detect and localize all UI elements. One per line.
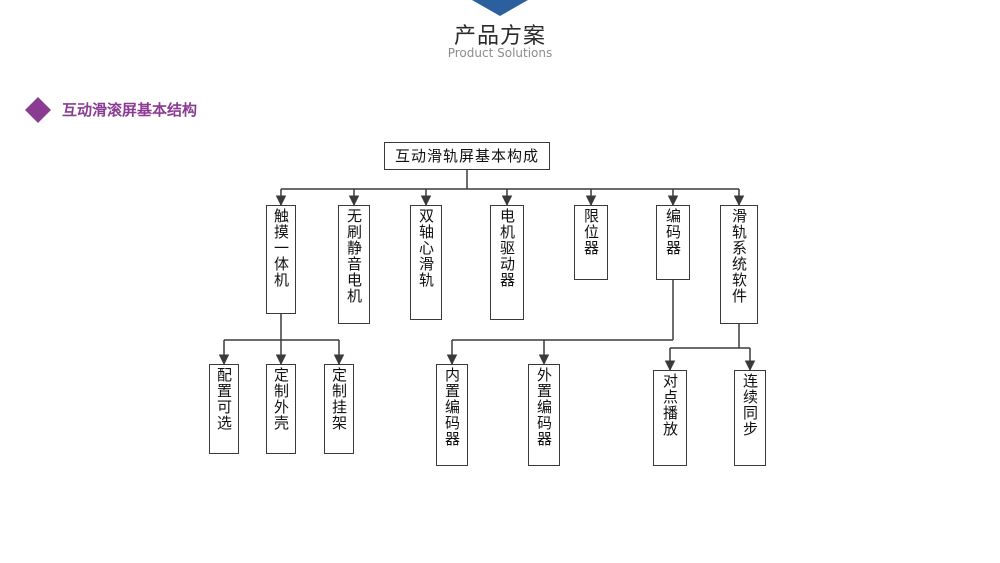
node-label: 限位器 [582, 208, 600, 256]
section-header: 互动滑滚屏基本结构 [24, 96, 424, 123]
node-custom-shell: 定制外壳 [266, 364, 296, 454]
node-label: 触摸一体机 [272, 208, 290, 288]
node-external-encoder: 外置编码器 [528, 364, 560, 466]
node-limiter: 限位器 [574, 205, 608, 280]
node-root-label: 互动滑轨屏基本构成 [394, 147, 539, 165]
node-encoder: 编码器 [656, 205, 690, 280]
page-subtitle: Product Solutions [447, 46, 553, 60]
node-motor-driver: 电机驱动器 [490, 205, 524, 320]
node-label: 外置编码器 [535, 367, 553, 447]
node-label: 滑轨系统软件 [730, 208, 748, 304]
node-label: 编码器 [664, 208, 682, 256]
node-label: 双轴心滑轨 [417, 208, 435, 288]
node-label: 定制挂架 [330, 367, 348, 431]
node-label: 定制外壳 [272, 367, 290, 431]
node-internal-encoder: 内置编码器 [436, 364, 468, 466]
node-rail-software: 滑轨系统软件 [720, 205, 758, 324]
node-label: 配置可选 [215, 367, 233, 431]
node-touch-machine: 触摸一体机 [266, 205, 296, 314]
node-label: 内置编码器 [443, 367, 461, 447]
node-label: 电机驱动器 [498, 208, 516, 288]
node-root: 互动滑轨屏基本构成 [384, 142, 550, 170]
node-brushless-motor: 无刷静音电机 [338, 205, 370, 324]
page-title: 产品方案 [453, 24, 546, 49]
top-chevron-decoration [472, 0, 528, 16]
node-label: 对点播放 [661, 373, 679, 437]
node-label: 连续同步 [741, 373, 759, 437]
node-continuous-sync: 连续同步 [734, 370, 766, 466]
node-label: 无刷静音电机 [345, 208, 363, 304]
section-title: 互动滑滚屏基本结构 [62, 101, 198, 119]
node-optional-config: 配置可选 [209, 364, 239, 454]
node-dual-axis-rail: 双轴心滑轨 [410, 205, 442, 320]
node-point-playback: 对点播放 [653, 370, 687, 466]
node-custom-mount: 定制挂架 [324, 364, 354, 454]
diamond-icon [25, 97, 51, 123]
